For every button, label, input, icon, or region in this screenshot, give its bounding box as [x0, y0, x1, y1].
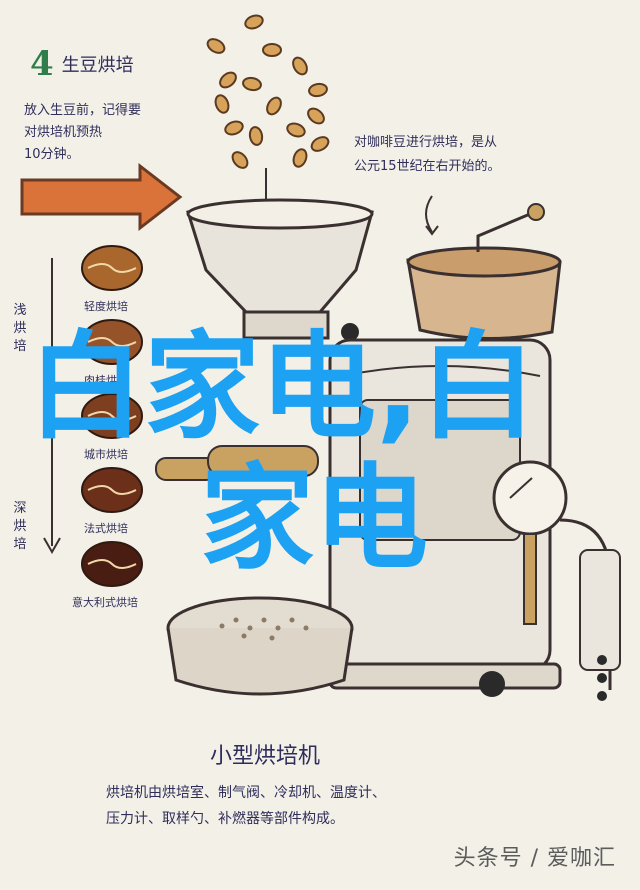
roast-level-label: 意大利式烘培: [72, 596, 138, 609]
step-title: 生豆烘培: [61, 55, 134, 76]
step-number: 4: [30, 44, 54, 84]
history-note-line1: 对咖啡豆进行烘培，是从: [354, 135, 498, 150]
step-note-line1: 放入生豆前，记得要: [24, 103, 142, 118]
overlay-text-line2: 家电: [200, 452, 429, 585]
bean-crease: [87, 337, 137, 347]
step-header: 4 生豆烘培: [30, 44, 134, 84]
roast-level-beans: [81, 245, 143, 587]
caption-line1: 烘培机由烘培室、制气阀、冷却机、温度计、: [106, 785, 386, 801]
watermark: 头条号 / 爱咖汇: [453, 846, 616, 871]
arrow-right-icon: [20, 162, 183, 232]
light-roast-label: 浅烘培: [13, 303, 27, 354]
roast-level-label: 城市烘培: [84, 448, 128, 461]
step-note-line2: 对烘培机预热: [24, 125, 103, 140]
caption-title: 小型烘培机: [210, 744, 321, 769]
bean-crease: [87, 485, 137, 495]
step-note-line3: 10分钟。: [24, 147, 80, 162]
bean-crease: [87, 263, 137, 273]
bean-crease: [87, 411, 137, 421]
history-note-line2: 公元15世纪在右开始的。: [354, 159, 501, 174]
bean-crease: [87, 559, 137, 569]
caption-line2: 压力计、取样勺、补燃器等部件构成。: [106, 811, 344, 827]
roast-level-label: 轻度烘培: [84, 300, 128, 313]
overlay-text-line1: 白家电,白: [28, 320, 537, 455]
roast-level-label: 法式烘培: [84, 522, 128, 535]
roast-level-label: 肉桂烘培: [84, 374, 128, 387]
dark-roast-label: 深烘培: [13, 501, 27, 552]
